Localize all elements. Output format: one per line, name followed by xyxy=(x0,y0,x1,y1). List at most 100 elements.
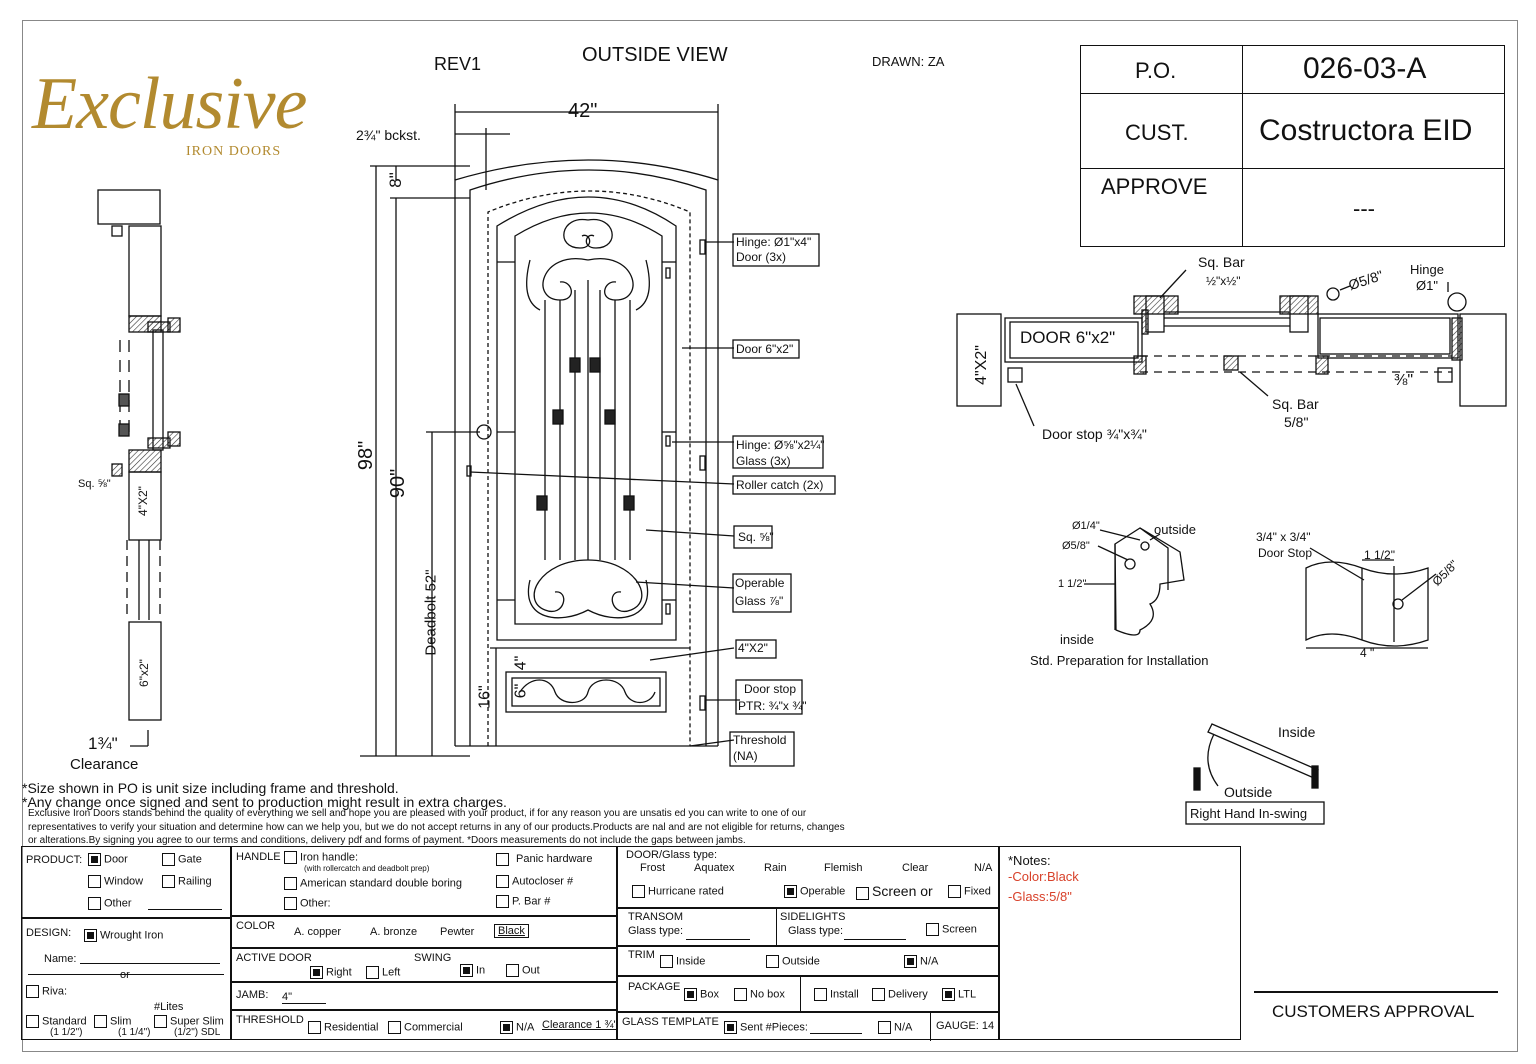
design-label: DESIGN: xyxy=(26,927,72,939)
template-na-checkbox[interactable] xyxy=(878,1021,891,1034)
callout-door-stop-2: PTR: ¾"x ¾" xyxy=(738,699,807,713)
clearance-value: Clearance 1 ¾" xyxy=(542,1019,618,1031)
wrought-iron-checkbox[interactable] xyxy=(84,929,97,942)
hurricane-checkbox[interactable] xyxy=(632,885,645,898)
pewter-option[interactable]: Pewter xyxy=(440,926,475,938)
residential-checkbox[interactable] xyxy=(308,1021,321,1034)
flemish-option[interactable]: Flemish xyxy=(824,862,863,874)
railing-option: Railing xyxy=(178,875,212,888)
product-cell: PRODUCT: Door Gate Window Railing Other xyxy=(21,846,231,918)
sent-checkbox[interactable] xyxy=(724,1021,737,1034)
other-handle-option: Other: xyxy=(300,897,331,910)
design-name-field[interactable] xyxy=(80,963,220,964)
gate-checkbox[interactable] xyxy=(162,853,175,866)
sidelights-glass-field[interactable] xyxy=(844,939,906,940)
trim-cell: TRIM Inside Outside N/A xyxy=(617,946,999,976)
jamb-label: JAMB: xyxy=(236,989,269,1001)
threshold-label: THRESHOLD xyxy=(236,1014,304,1026)
black-option[interactable]: Black xyxy=(494,924,529,938)
trim-outside-checkbox[interactable] xyxy=(766,955,779,968)
in-checkbox[interactable] xyxy=(460,964,473,977)
out-checkbox[interactable] xyxy=(506,964,519,977)
autocloser-option: Autocloser # xyxy=(512,875,574,888)
riva-checkbox[interactable] xyxy=(26,985,39,998)
callout-roller: Roller catch (2x) xyxy=(736,478,824,492)
na-threshold-checkbox[interactable] xyxy=(500,1021,513,1034)
sent-pieces-field[interactable] xyxy=(810,1033,862,1034)
slim-checkbox[interactable] xyxy=(94,1015,107,1028)
note-change: *Any change once signed and sent to prod… xyxy=(22,794,507,810)
swing-form-label: SWING xyxy=(414,952,452,964)
sidelight-screen-checkbox[interactable] xyxy=(926,923,939,936)
transom-glass-field[interactable] xyxy=(686,939,750,940)
riva-option: Riva: xyxy=(42,985,68,998)
operable-checkbox[interactable] xyxy=(784,885,797,898)
nobox-checkbox[interactable] xyxy=(734,988,747,1001)
box-checkbox[interactable] xyxy=(684,988,697,1001)
copper-option[interactable]: A. copper xyxy=(294,926,342,938)
po-number: 026-03-A xyxy=(1303,52,1427,85)
other-handle-checkbox[interactable] xyxy=(284,897,297,910)
dim-total-height: 98" xyxy=(355,440,378,471)
logo-wordmark: Exclusive xyxy=(32,63,307,145)
dim-door-height: 90" xyxy=(387,468,410,499)
pbar-checkbox[interactable] xyxy=(496,895,509,908)
wrought-iron-option: Wrought Iron xyxy=(100,929,164,942)
panic-option: Panic hardware xyxy=(516,853,593,866)
gauge-value: GAUGE: 14 xyxy=(936,1020,995,1032)
color-cell: COLOR A. copper A. bronze Pewter Black xyxy=(231,916,617,948)
frost-option[interactable]: Frost xyxy=(640,862,666,874)
iron-handle-checkbox[interactable] xyxy=(284,851,297,864)
operable-option: Operable xyxy=(800,885,846,898)
right-option: Right xyxy=(326,966,352,979)
door-checkbox[interactable] xyxy=(88,853,101,866)
other-product-option: Other xyxy=(104,897,132,910)
threshold-cell: THRESHOLD Residential Commercial N/A Cle… xyxy=(231,1010,617,1040)
swing-outside: Outside xyxy=(1224,784,1273,800)
glass-label: DOOR/Glass type: xyxy=(626,849,718,861)
na-glass-option[interactable]: N/A xyxy=(974,862,993,874)
box-option: Box xyxy=(700,988,719,1001)
clear-option[interactable]: Clear xyxy=(902,862,929,874)
autocloser-checkbox[interactable] xyxy=(496,875,509,888)
right-checkbox[interactable] xyxy=(310,966,323,979)
section-door-label: DOOR 6"x2" xyxy=(1020,328,1116,347)
side-door-label: 6"x2" xyxy=(136,659,151,687)
revision-label: REV1 xyxy=(434,54,482,74)
active-door-label: ACTIVE DOOR xyxy=(236,952,312,964)
callout-door-size: Door 6"x2" xyxy=(736,342,794,356)
window-checkbox[interactable] xyxy=(88,875,101,888)
transom-cell: TRANSOM Glass type: SIDELIGHTS Glass typ… xyxy=(617,908,999,947)
install-checkbox[interactable] xyxy=(814,988,827,1001)
window-option: Window xyxy=(104,875,144,888)
package-label: PACKAGE xyxy=(628,981,681,993)
product-label: PRODUCT: xyxy=(26,854,83,866)
po-table: P.O. 026-03-A CUST. Costructora EID APPR… xyxy=(1080,45,1505,247)
dim-deadbolt: Deadbolt 52" xyxy=(422,569,440,656)
jamb-value[interactable]: 4" xyxy=(282,991,326,1004)
super-slim-checkbox[interactable] xyxy=(154,1015,167,1028)
rain-option[interactable]: Rain xyxy=(764,862,787,874)
trim-na-checkbox[interactable] xyxy=(904,955,917,968)
ltl-checkbox[interactable] xyxy=(942,988,955,1001)
left-checkbox[interactable] xyxy=(366,966,379,979)
screen-checkbox[interactable] xyxy=(856,886,869,900)
panic-checkbox[interactable] xyxy=(496,853,509,866)
prep-d58: Ø5/8" xyxy=(1062,540,1090,552)
notes-glass: -Glass:5/8" xyxy=(1008,889,1072,904)
sent-option: Sent #Pieces: xyxy=(740,1021,808,1034)
american-checkbox[interactable] xyxy=(284,877,297,890)
stop-title: 3/4" x 3/4" xyxy=(1256,530,1311,544)
aquatex-option[interactable]: Aquatex xyxy=(694,862,735,874)
delivery-checkbox[interactable] xyxy=(872,988,885,1001)
other-product-checkbox[interactable] xyxy=(88,897,101,910)
fixed-checkbox[interactable] xyxy=(948,885,961,898)
trim-inside-checkbox[interactable] xyxy=(660,955,673,968)
callout-operable-1: Operable xyxy=(735,576,785,590)
standard-checkbox[interactable] xyxy=(26,1015,39,1028)
bronze-option[interactable]: A. bronze xyxy=(370,926,418,938)
railing-checkbox[interactable] xyxy=(162,875,175,888)
commercial-checkbox[interactable] xyxy=(388,1021,401,1034)
dim-bottom: 16" xyxy=(476,685,494,709)
